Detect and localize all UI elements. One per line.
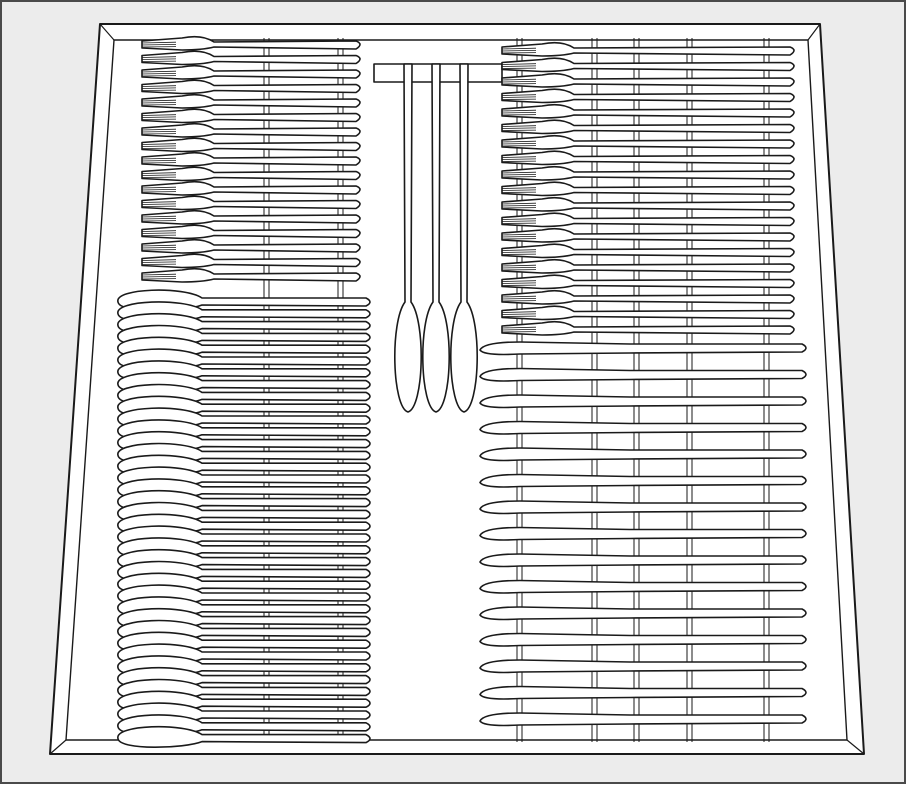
knife [480,713,806,726]
knife [480,501,806,514]
knife [480,342,806,355]
knife [480,660,806,673]
knife [480,395,806,408]
knife [480,528,806,541]
hanging-ladle-group [395,64,477,412]
fork-group-left [142,37,360,282]
knife [480,687,806,700]
knife [480,581,806,594]
knife [480,607,806,620]
knife [480,554,806,567]
knife [480,422,806,435]
knife [480,475,806,488]
knife [480,448,806,461]
knife [480,634,806,647]
knife [480,369,806,382]
knife-group-right [480,342,806,726]
